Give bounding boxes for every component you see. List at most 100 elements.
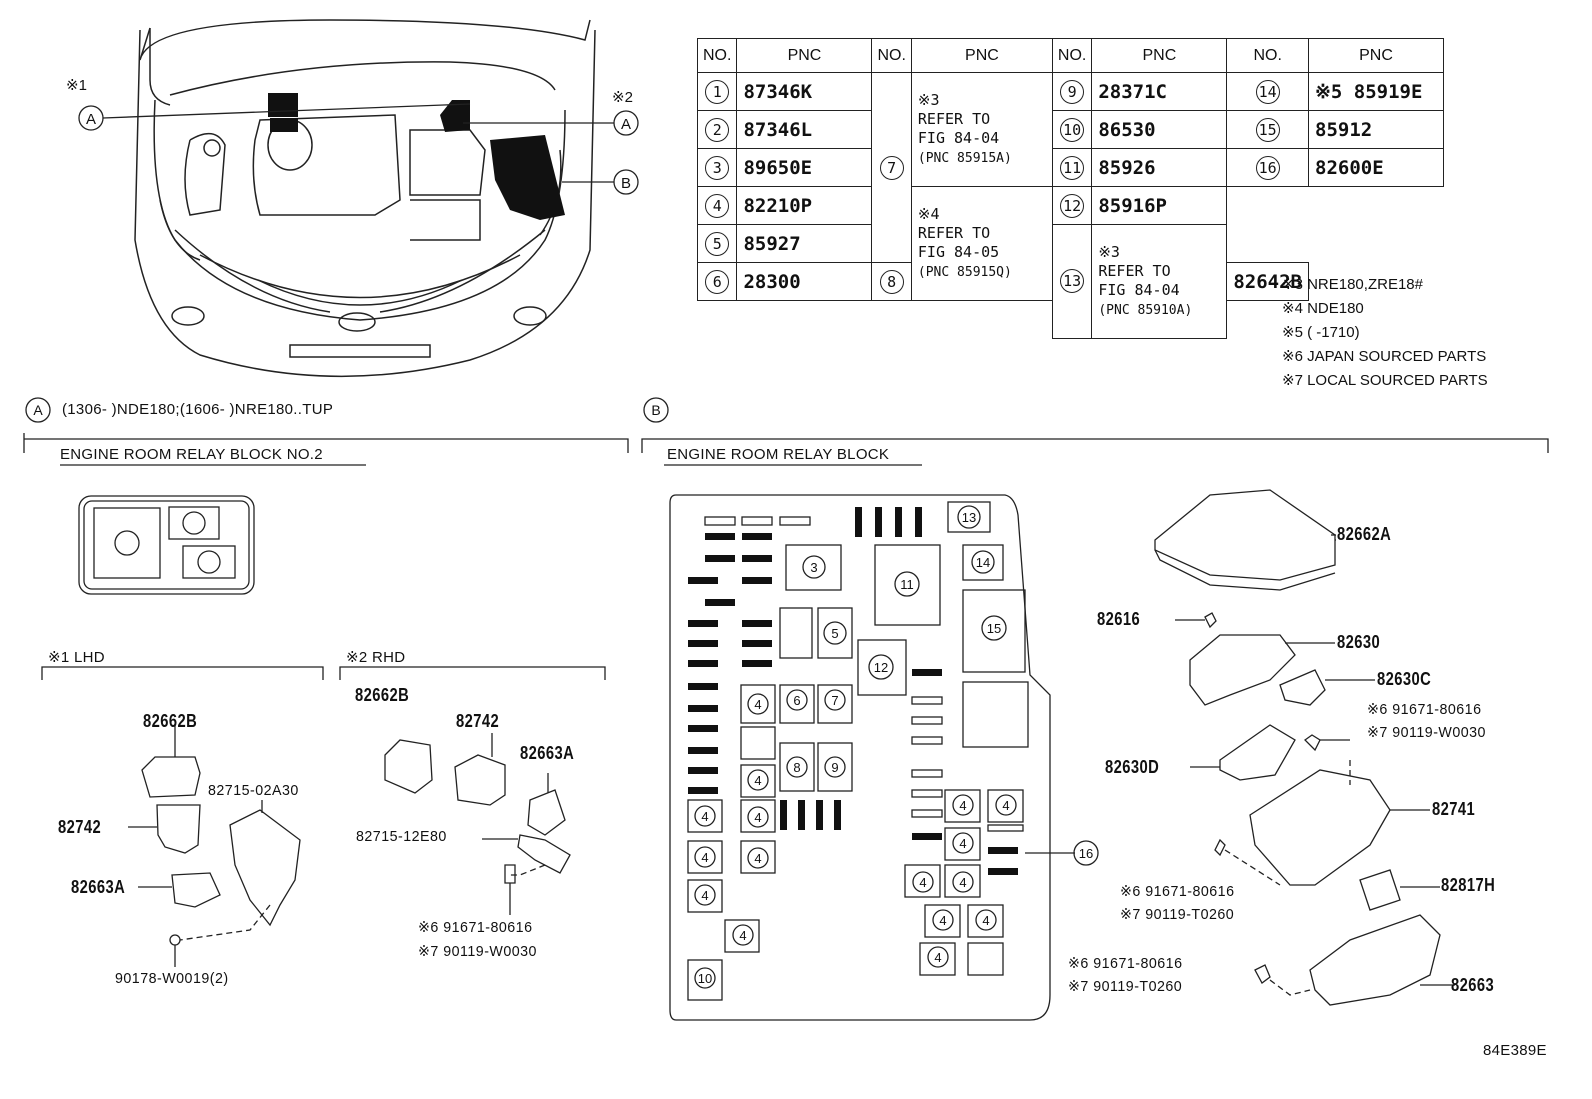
item-number: 12 bbox=[1060, 193, 1085, 218]
section-b-letter: B bbox=[651, 402, 660, 418]
svg-text:12: 12 bbox=[874, 660, 888, 675]
part-label: 82663A bbox=[520, 743, 575, 763]
svg-text:4: 4 bbox=[934, 950, 941, 965]
pnc-value: ※5 85919E bbox=[1315, 80, 1423, 103]
pnc-value: 85912 bbox=[1315, 118, 1373, 141]
col-header: PNC bbox=[910, 38, 1053, 73]
section-a-header: (1306- )NDE180;(1606- )NRE180..TUP bbox=[62, 401, 334, 418]
item-number: 5 bbox=[705, 231, 730, 256]
part-label: 82663A bbox=[71, 877, 126, 897]
svg-text:4: 4 bbox=[959, 836, 966, 851]
svg-text:4: 4 bbox=[701, 850, 708, 865]
item-number: 10 bbox=[1060, 117, 1085, 142]
vehicle-engine-bay-drawing: ※1 ※2 A A B bbox=[66, 19, 639, 378]
part-label: 82616 bbox=[1097, 609, 1141, 629]
section-b-title: ENGINE ROOM RELAY BLOCK bbox=[667, 446, 890, 463]
section-a-title: ENGINE ROOM RELAY BLOCK NO.2 bbox=[60, 446, 323, 463]
svg-text:4: 4 bbox=[959, 798, 966, 813]
part-label: ※6 91671-80616 bbox=[1120, 883, 1235, 900]
col-header: NO. bbox=[871, 38, 912, 73]
part-label: ※7 90119-T0260 bbox=[1068, 978, 1183, 995]
svg-text:4: 4 bbox=[754, 697, 761, 712]
item-number: 6 bbox=[705, 269, 730, 294]
part-label: 82741 bbox=[1432, 799, 1476, 819]
item-number: 15 bbox=[1255, 117, 1280, 142]
section-b-diagram: B bbox=[641, 397, 1549, 1021]
svg-text:4: 4 bbox=[754, 851, 761, 866]
svg-text:8: 8 bbox=[793, 760, 800, 775]
callout-a-right: A bbox=[621, 116, 631, 133]
pnc-value: 28371C bbox=[1098, 80, 1167, 103]
pnc-value: 82210P bbox=[743, 194, 813, 217]
item-number: 3 bbox=[705, 155, 730, 180]
part-label: 82630C bbox=[1377, 669, 1432, 689]
part-label: 82715-02A30 bbox=[208, 782, 299, 799]
item-number: 8 bbox=[879, 269, 904, 294]
pnc-value: 85927 bbox=[743, 232, 801, 255]
footnote: ※7 LOCAL SOURCED PARTS bbox=[1282, 372, 1488, 389]
pnc-value: 28300 bbox=[743, 270, 801, 293]
block-no2-numbers: 2 1 1 bbox=[0, 395, 640, 495]
svg-text:3: 3 bbox=[810, 560, 817, 575]
svg-text:4: 4 bbox=[939, 913, 946, 928]
svg-text:4: 4 bbox=[754, 773, 761, 788]
ref-cell: ※3 REFER TO FIG 84-04 (PNC 85915A) bbox=[910, 72, 1053, 187]
mark-lhd: ※1 bbox=[66, 77, 87, 94]
section-a-letter: A bbox=[33, 402, 43, 418]
part-label: ※6 91671-80616 bbox=[1068, 955, 1183, 972]
col-header: NO. bbox=[696, 38, 738, 73]
svg-text:9: 9 bbox=[831, 760, 838, 775]
rhd-label: ※2 RHD bbox=[346, 649, 406, 666]
item-number: 16 bbox=[1255, 155, 1280, 180]
footnote: ※6 JAPAN SOURCED PARTS bbox=[1282, 348, 1487, 365]
svg-text:15: 15 bbox=[987, 621, 1001, 636]
callout-a-left: A bbox=[86, 111, 96, 128]
part-label: ※7 90119-W0030 bbox=[1367, 724, 1486, 741]
part-label: 82817H bbox=[1441, 875, 1496, 895]
svg-text:5: 5 bbox=[831, 626, 838, 641]
ref-cell: ※3 REFER TO FIG 84-04 (PNC 85910A) bbox=[1091, 224, 1228, 339]
svg-text:4: 4 bbox=[701, 888, 708, 903]
col-header: PNC bbox=[736, 38, 873, 73]
svg-text:6: 6 bbox=[793, 693, 800, 708]
pnc-value: 82600E bbox=[1315, 156, 1384, 179]
svg-text:4: 4 bbox=[982, 913, 989, 928]
part-label: ※6 91671-80616 bbox=[418, 919, 533, 936]
item-number: 2 bbox=[705, 117, 730, 142]
footnote: ※4 NDE180 bbox=[1282, 300, 1364, 317]
item-number: 11 bbox=[1060, 155, 1085, 180]
part-label: 82715-12E80 bbox=[356, 828, 447, 845]
part-label: 90178-W0019(2) bbox=[115, 970, 229, 987]
footnote: ※3 NRE180,ZRE18# bbox=[1282, 276, 1423, 293]
part-label: ※7 90119-W0030 bbox=[418, 943, 537, 960]
pnc-value: 82642B bbox=[1233, 270, 1302, 293]
parts-table: NO. PNC NO. PNC NO. PNC NO. PNC 1 87346K… bbox=[696, 38, 1444, 339]
pnc-value: 89650E bbox=[743, 156, 813, 179]
callout-b: B bbox=[621, 175, 631, 192]
footnote: ※5 ( -1710) bbox=[1282, 324, 1360, 341]
pnc-value: 87346K bbox=[743, 80, 813, 103]
footnotes: ※3 NRE180,ZRE18# ※4 NDE180 ※5 ( -1710) ※… bbox=[1282, 273, 1488, 393]
svg-text:4: 4 bbox=[739, 928, 746, 943]
col-header: PNC bbox=[1308, 38, 1444, 73]
relay-block-numbers: 13 14 3 11 15 5 12 4 6 7 4 8 9 4 4 4 4 4… bbox=[698, 510, 1093, 986]
pnc-value: 85926 bbox=[1098, 156, 1156, 179]
svg-text:7: 7 bbox=[831, 693, 838, 708]
part-label: ※6 91671-80616 bbox=[1367, 701, 1482, 718]
svg-text:4: 4 bbox=[701, 809, 708, 824]
item-number: 4 bbox=[705, 193, 730, 218]
svg-text:14: 14 bbox=[976, 555, 990, 570]
section-a-diagram: A bbox=[23, 397, 629, 967]
item-number: 13 bbox=[1060, 269, 1085, 294]
part-label: 82662A bbox=[1337, 524, 1392, 544]
col-header: NO. bbox=[1051, 38, 1093, 73]
svg-text:13: 13 bbox=[962, 510, 976, 525]
part-label: 82663 bbox=[1451, 975, 1495, 995]
item-number: 7 bbox=[879, 155, 904, 180]
pnc-value: 87346L bbox=[743, 118, 813, 141]
svg-text:4: 4 bbox=[754, 810, 761, 825]
figure-id: 84E389E bbox=[1483, 1042, 1547, 1059]
part-label: 82742 bbox=[456, 711, 500, 731]
item-number: 1 bbox=[705, 79, 730, 104]
part-label: 82630D bbox=[1105, 757, 1160, 777]
